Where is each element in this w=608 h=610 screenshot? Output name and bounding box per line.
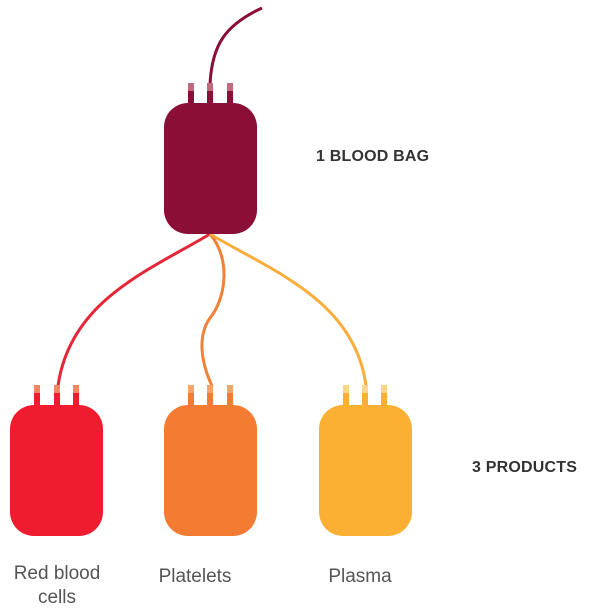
- bag-platelets: [164, 385, 257, 536]
- main-bag-label: 1 BLOOD BAG: [316, 148, 429, 166]
- caption-plasma: Plasma: [305, 565, 415, 589]
- tube-plasma: [210, 234, 366, 386]
- main-blood-bag: [164, 83, 257, 234]
- bag-plasma: [319, 385, 412, 536]
- input-tube: [210, 8, 262, 84]
- tube-red-blood-cells: [58, 234, 210, 386]
- caption-platelets: Platelets: [140, 565, 250, 589]
- products-label: 3 PRODUCTS: [472, 459, 577, 477]
- tube-platelets: [202, 234, 224, 386]
- caption-red-blood-cells: Red blood cells: [2, 562, 112, 610]
- bag-red-blood-cells: [10, 385, 103, 536]
